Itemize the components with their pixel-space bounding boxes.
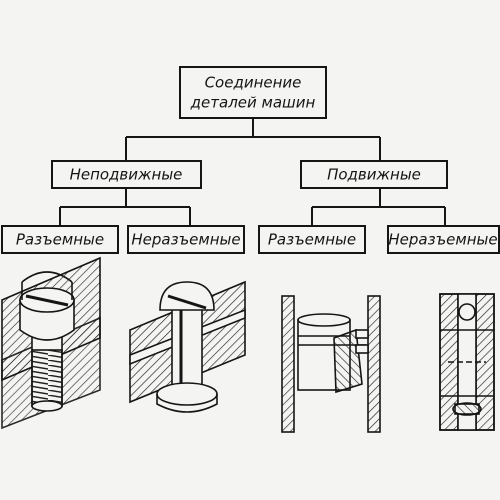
movable-box	[300, 160, 448, 189]
movable-permanent-box	[387, 225, 500, 254]
movable-detachable-box	[258, 225, 366, 254]
fixed-detachable-box	[1, 225, 119, 254]
fixed-permanent-label: Неразъемные	[131, 231, 240, 249]
root-label-line2: деталей машин	[190, 94, 316, 112]
fixed-box	[51, 160, 202, 189]
fixed-label: Неподвижные	[70, 166, 183, 184]
sliding-bearing-icon	[281, 295, 381, 433]
root-box	[179, 66, 327, 119]
movable-label: Подвижные	[327, 166, 421, 184]
fixed-detachable-label: Разъемные	[16, 231, 104, 249]
root-label-line1: Соединение	[205, 74, 302, 92]
screw-joint-icon	[1, 256, 101, 430]
movable-permanent-label: Неразъемные	[388, 231, 497, 249]
fixed-permanent-box	[127, 225, 245, 254]
connector-lines	[59, 118, 446, 226]
ball-bearing-icon	[439, 293, 495, 431]
movable-detachable-label: Разъемные	[268, 231, 356, 249]
rivet-joint-icon	[129, 280, 246, 413]
